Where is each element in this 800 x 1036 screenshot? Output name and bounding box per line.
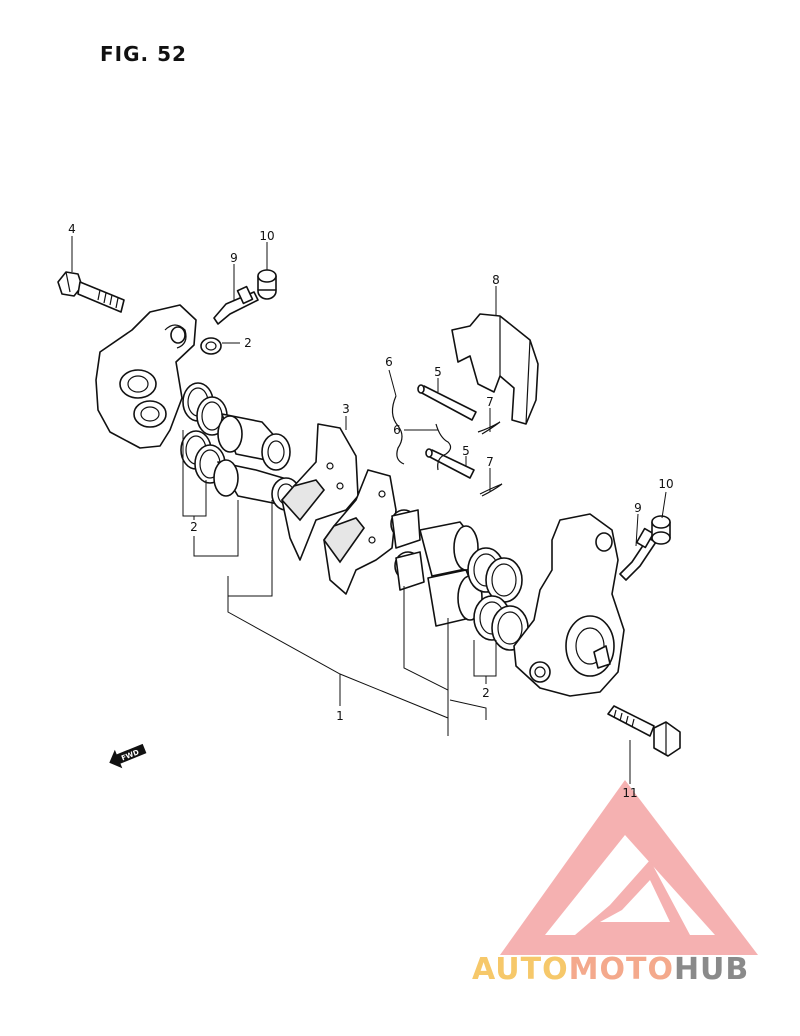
callout-10-upper: 10 [259, 229, 274, 243]
bleeder-cap-10-upper [257, 269, 277, 300]
caliper-half-left [95, 304, 197, 449]
watermark-word-auto: AUTO [472, 952, 569, 987]
callout-9-upper: 9 [230, 251, 238, 265]
fwd-arrow-marker: FWD [109, 743, 147, 769]
r-clip-7-lower [479, 483, 503, 497]
watermark-word-hub: HUB [673, 952, 750, 987]
callout-4: 4 [68, 222, 76, 236]
pad-pin-5-lower [425, 448, 475, 479]
figure-title: FIG. 52 [100, 42, 187, 66]
watermark-wordmark: AUTOMOTOHUB [472, 952, 749, 987]
bolt-11 [607, 705, 681, 757]
callout-3: 3 [342, 402, 350, 416]
callout-6-lower: 6 [393, 423, 401, 437]
callout-5-lower: 5 [462, 444, 470, 458]
callout-7-upper: 7 [486, 395, 494, 409]
bleeder-screw-9-lower [619, 527, 657, 581]
piston-seals-left [180, 382, 228, 484]
caliper-half-right [513, 513, 625, 697]
washer-2-upper [200, 337, 222, 355]
bleeder-cap-10-lower [651, 515, 671, 545]
callout-11: 11 [622, 786, 637, 800]
callout-1: 1 [336, 709, 344, 723]
pistons-right [390, 509, 483, 627]
clip-6-upper [391, 395, 405, 465]
callout-8: 8 [492, 273, 500, 287]
bleeder-screw-9-upper [213, 285, 259, 325]
brake-pads-3 [280, 423, 397, 595]
watermark-logo [500, 780, 758, 955]
leader-lines [71, 236, 667, 784]
callout-7-lower: 7 [486, 455, 494, 469]
callout-5-upper: 5 [434, 365, 442, 379]
r-clip-7-upper [477, 421, 501, 435]
callout-10-lower: 10 [658, 477, 673, 491]
watermark-word-moto: MOTO [568, 952, 674, 987]
callout-2-right: 2 [482, 686, 490, 700]
piston-seals-right [467, 547, 529, 651]
fwd-label: FWD [120, 748, 140, 762]
callout-labels: 4 9 10 2 8 3 6 5 6 5 7 7 2 1 2 9 10 11 [68, 222, 673, 800]
bolt-4 [57, 271, 125, 313]
pad-pin-5-upper [417, 384, 477, 421]
clip-6-lower [435, 423, 452, 471]
callout-6-upper: 6 [385, 355, 393, 369]
callout-2-upper: 2 [244, 336, 252, 350]
callout-9-lower: 9 [634, 501, 642, 515]
callout-2-left: 2 [190, 520, 198, 534]
pad-spring-8 [451, 313, 539, 425]
